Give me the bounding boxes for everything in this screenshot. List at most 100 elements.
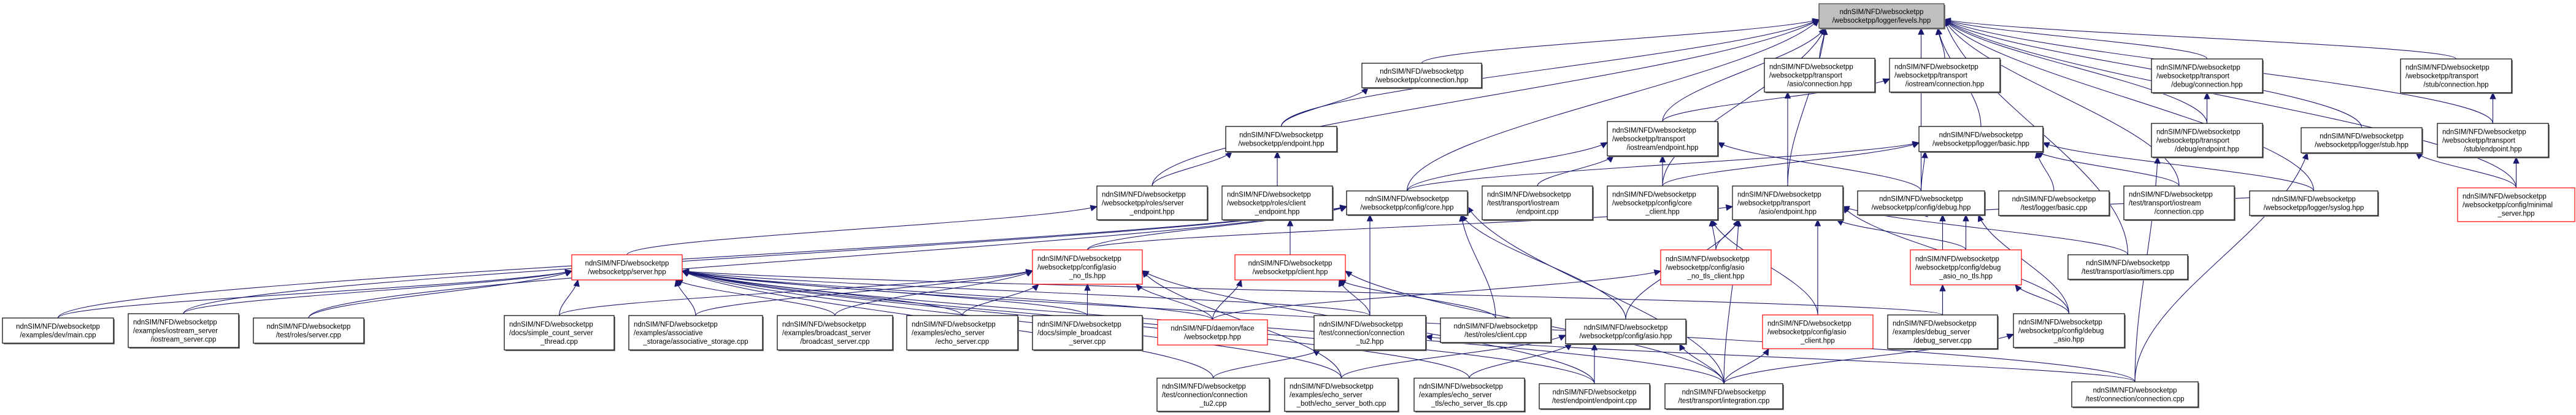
node-label-line: /websocketpp/config/core.hpp bbox=[1360, 204, 1453, 212]
node-simple-count-server-thread[interactable]: ndnSIM/NFD/websocketpp/docs/simple_count… bbox=[504, 315, 615, 351]
edge-stub_connection-to-levels bbox=[1944, 19, 2457, 60]
node-logger-stub[interactable]: ndnSIM/NFD/websocketpp/websocketpp/logge… bbox=[2301, 127, 2423, 154]
node-server-hpp[interactable]: ndnSIM/NFD/websocketpp/websocketpp/serve… bbox=[571, 254, 683, 281]
arrowhead-icon bbox=[1882, 78, 1891, 85]
edge-simple_count_server_thread-to-config_asio_no_tls bbox=[558, 270, 1033, 316]
arrowhead-icon bbox=[1912, 142, 1920, 149]
node-label-line: /websocketpp/config/asio.hpp bbox=[1580, 333, 1672, 340]
node-stub-connection[interactable]: ndnSIM/NFD/websocketpp/websocketpp/trans… bbox=[2400, 58, 2513, 94]
node-box bbox=[1440, 317, 1551, 343]
node-roles-server-endpoint[interactable]: ndnSIM/NFD/websocketpp/websocketpp/roles… bbox=[1096, 185, 1209, 221]
node-iostream-connection[interactable]: ndnSIM/NFD/websocketpp/websocketpp/trans… bbox=[1889, 58, 2001, 93]
node-config-asio[interactable]: ndnSIM/NFD/websocketpp/websocketpp/confi… bbox=[1565, 319, 1687, 345]
arrowhead-icon bbox=[2204, 91, 2210, 99]
node-asio-connection[interactable]: ndnSIM/NFD/websocketpp/websocketpp/trans… bbox=[1764, 58, 1876, 93]
node-client-hpp[interactable]: ndnSIM/NFD/websocketpp/websocketpp/clien… bbox=[1234, 254, 1346, 281]
node-box bbox=[1234, 254, 1346, 281]
node-test-endpoint-cpp[interactable]: ndnSIM/NFD/websocketpp/test/endpoint/end… bbox=[1539, 383, 1651, 410]
node-broadcast-server[interactable]: ndnSIM/NFD/websocketpp/examples/broadcas… bbox=[777, 315, 894, 351]
node-config-core-client[interactable]: ndnSIM/NFD/websocketpp/websocketpp/confi… bbox=[1607, 185, 1719, 221]
node-connection-tu2-hpp[interactable]: ndnSIM/NFD/websocketpp/test/connection/c… bbox=[1313, 315, 1427, 351]
node-box bbox=[1664, 383, 1783, 409]
node-config-asio-no-tls-client[interactable]: ndnSIM/NFD/websocketpp/websocketpp/confi… bbox=[1660, 249, 1772, 285]
arrowhead-icon bbox=[1711, 219, 1718, 227]
node-endpoint-hpp[interactable]: ndnSIM/NFD/websocketpp/websocketpp/endpo… bbox=[1225, 126, 1338, 153]
edge-simple_broadcast_server-to-server_hpp bbox=[682, 270, 1088, 316]
arrowhead-icon bbox=[1939, 284, 1946, 292]
node-roles-client-endpoint[interactable]: ndnSIM/NFD/websocketpp/websocketpp/roles… bbox=[1221, 185, 1334, 221]
edge-config_minimal_server-to-levels bbox=[1944, 19, 2517, 188]
node-stub-endpoint[interactable]: ndnSIM/NFD/websocketpp/websocketpp/trans… bbox=[2437, 123, 2550, 158]
node-label-line: /examples/dev/main.cpp bbox=[20, 332, 96, 339]
arrowhead-icon bbox=[1461, 214, 1468, 222]
node-label-line: /websocketpp/config/asio bbox=[1666, 265, 1745, 272]
edge-dev_main-to-server_hpp bbox=[57, 270, 572, 319]
node-config-core[interactable]: ndnSIM/NFD/websocketpp/websocketpp/confi… bbox=[1346, 190, 1469, 216]
node-label-line: /test/transport/asio/timers.cpp bbox=[2082, 268, 2174, 276]
edge-iostream_server-to-server_hpp bbox=[183, 270, 572, 314]
node-associative-storage[interactable]: ndnSIM/NFD/websocketpp/examples/associat… bbox=[628, 315, 764, 351]
node-label-line: ndnSIM/NFD/websocketpp bbox=[1666, 256, 1750, 263]
node-label-line: /asio/endpoint.hpp bbox=[1759, 209, 1817, 216]
node-label-line: /debug/endpoint.hpp bbox=[2175, 146, 2239, 153]
node-label-line: /iostream/endpoint.hpp bbox=[1627, 144, 1699, 152]
node-box bbox=[628, 315, 763, 351]
edge-config_core-to-iostream_endpoint bbox=[1406, 142, 1608, 192]
node-label-line: /test/transport/iostream bbox=[2129, 200, 2201, 208]
node-echo-server-both[interactable]: ndnSIM/NFD/websocketpp/examples/echo_ser… bbox=[1284, 378, 1399, 413]
arrowhead-icon bbox=[1558, 335, 1567, 341]
edge-config_debug_asio_no_tls-to-asio_endpoint bbox=[1836, 219, 1967, 250]
node-config-debug-asio-no-tls[interactable]: ndnSIM/NFD/websocketpp/websocketpp/confi… bbox=[1910, 249, 2022, 285]
node-box bbox=[2301, 127, 2423, 153]
node-roles-server-cpp[interactable]: ndnSIM/NFD/websocketpp/test/roles/server… bbox=[253, 317, 365, 344]
edge-test_iostream_connection_cpp-to-levels bbox=[1944, 19, 2180, 187]
node-connection-hpp[interactable]: ndnSIM/NFD/websocketpp/websocketpp/conne… bbox=[1361, 63, 1483, 89]
edge-roles_client_cpp-to-config_core bbox=[1461, 214, 1496, 319]
node-debug-connection[interactable]: ndnSIM/NFD/websocketpp/websocketpp/trans… bbox=[2151, 58, 2264, 94]
node-label-line: ndnSIM/NFD/websocketpp bbox=[1879, 196, 1963, 203]
node-echo-server[interactable]: ndnSIM/NFD/websocketpp/examples/echo_ser… bbox=[906, 315, 1019, 351]
arrowhead-icon bbox=[1842, 206, 1850, 212]
node-roles-client-cpp[interactable]: ndnSIM/NFD/websocketpp/test/roles/client… bbox=[1440, 317, 1552, 344]
node-echo-server-tls[interactable]: ndnSIM/NFD/websocketpp/examples/echo_ser… bbox=[1413, 378, 1526, 413]
node-test-integration-cpp[interactable]: ndnSIM/NFD/websocketpp/test/transport/in… bbox=[1664, 383, 1784, 410]
node-config-minimal-server[interactable]: ndnSIM/NFD/websocketpp/websocketpp/confi… bbox=[2457, 187, 2575, 222]
node-test-connection-cpp[interactable]: ndnSIM/NFD/websocketpp/test/connection/c… bbox=[2071, 381, 2199, 408]
node-levels[interactable]: ndnSIM/NFD/websocketpp/websocketpp/logge… bbox=[1818, 3, 1945, 29]
node-logger-syslog[interactable]: ndnSIM/NFD/websocketpp/websocketpp/logge… bbox=[2249, 190, 2379, 217]
arrowhead-icon bbox=[1236, 279, 1242, 287]
node-label-line: _thread.cpp bbox=[540, 338, 578, 346]
node-label-line: /websocketpp/logger/basic.hpp bbox=[1932, 141, 2029, 148]
node-test-iostream-connection-cpp[interactable]: ndnSIM/NFD/websocketpp/test/transport/io… bbox=[2123, 185, 2236, 221]
node-config-asio-client[interactable]: ndnSIM/NFD/websocketpp/websocketpp/confi… bbox=[1762, 314, 1874, 349]
arrowhead-icon bbox=[1659, 155, 1666, 163]
node-logger-basic[interactable]: ndnSIM/NFD/websocketpp/websocketpp/logge… bbox=[1918, 126, 2044, 153]
node-box bbox=[2, 317, 114, 344]
arrowhead-icon bbox=[1361, 87, 1369, 95]
node-label-line: ndnSIM/NFD/websocketpp bbox=[1894, 64, 1978, 71]
node-config-debug[interactable]: ndnSIM/NFD/websocketpp/websocketpp/confi… bbox=[1857, 190, 1986, 216]
node-config-debug-asio[interactable]: ndnSIM/NFD/websocketpp/websocketpp/confi… bbox=[2013, 313, 2126, 349]
node-iostream-endpoint[interactable]: ndnSIM/NFD/websocketpp/websocketpp/trans… bbox=[1607, 121, 1719, 157]
node-label-line: /test/endpoint/endpoint.cpp bbox=[1552, 398, 1637, 405]
node-timers-cpp[interactable]: ndnSIM/NFD/websocketpp/test/transport/as… bbox=[2067, 254, 2189, 281]
node-label-line: ndnSIM/NFD/websocketpp bbox=[1612, 192, 1696, 199]
node-asio-endpoint[interactable]: ndnSIM/NFD/websocketpp/websocketpp/trans… bbox=[1732, 185, 1844, 221]
node-connection-tu2-cpp[interactable]: ndnSIM/NFD/websocketpp/test/connection/c… bbox=[1156, 378, 1271, 413]
node-label-line: ndnSIM/NFD/websocketpp bbox=[1553, 389, 1637, 397]
node-label-line: /docs/simple_broadcast bbox=[1037, 330, 1112, 337]
node-config-asio-no-tls[interactable]: ndnSIM/NFD/websocketpp/websocketpp/confi… bbox=[1032, 249, 1143, 285]
arrowhead-icon bbox=[1653, 269, 1662, 276]
arrowhead-icon bbox=[1921, 150, 1928, 158]
node-test-logger-basic-cpp[interactable]: ndnSIM/NFD/websocketpp/test/logger/basic… bbox=[1998, 190, 2110, 217]
node-test-iostream-endpoint-cpp[interactable]: ndnSIM/NFD/websocketpp/test/transport/io… bbox=[1482, 185, 1594, 221]
node-debug-endpoint[interactable]: ndnSIM/NFD/websocketpp/websocketpp/trans… bbox=[2151, 123, 2264, 158]
node-debug-server[interactable]: ndnSIM/NFD/websocketpp/examples/debug_se… bbox=[1887, 314, 1999, 350]
node-label-line: /websocketpp/endpoint.hpp bbox=[1238, 141, 1324, 148]
node-dev-main[interactable]: ndnSIM/NFD/websocketpp/examples/dev/main… bbox=[2, 317, 115, 344]
edge-config_core_client-to-levels bbox=[1662, 28, 1826, 187]
node-daemon-face-websocketpp[interactable]: ndnSIM/NFD/daemon/face/websocketpp.hpp bbox=[1157, 319, 1268, 346]
node-label-line: /broadcast_server.cpp bbox=[800, 338, 869, 346]
node-iostream-server[interactable]: ndnSIM/NFD/websocketpp/examples/iostream… bbox=[128, 313, 240, 349]
node-simple-broadcast-server[interactable]: ndnSIM/NFD/websocketpp/docs/simple_broad… bbox=[1032, 315, 1144, 351]
